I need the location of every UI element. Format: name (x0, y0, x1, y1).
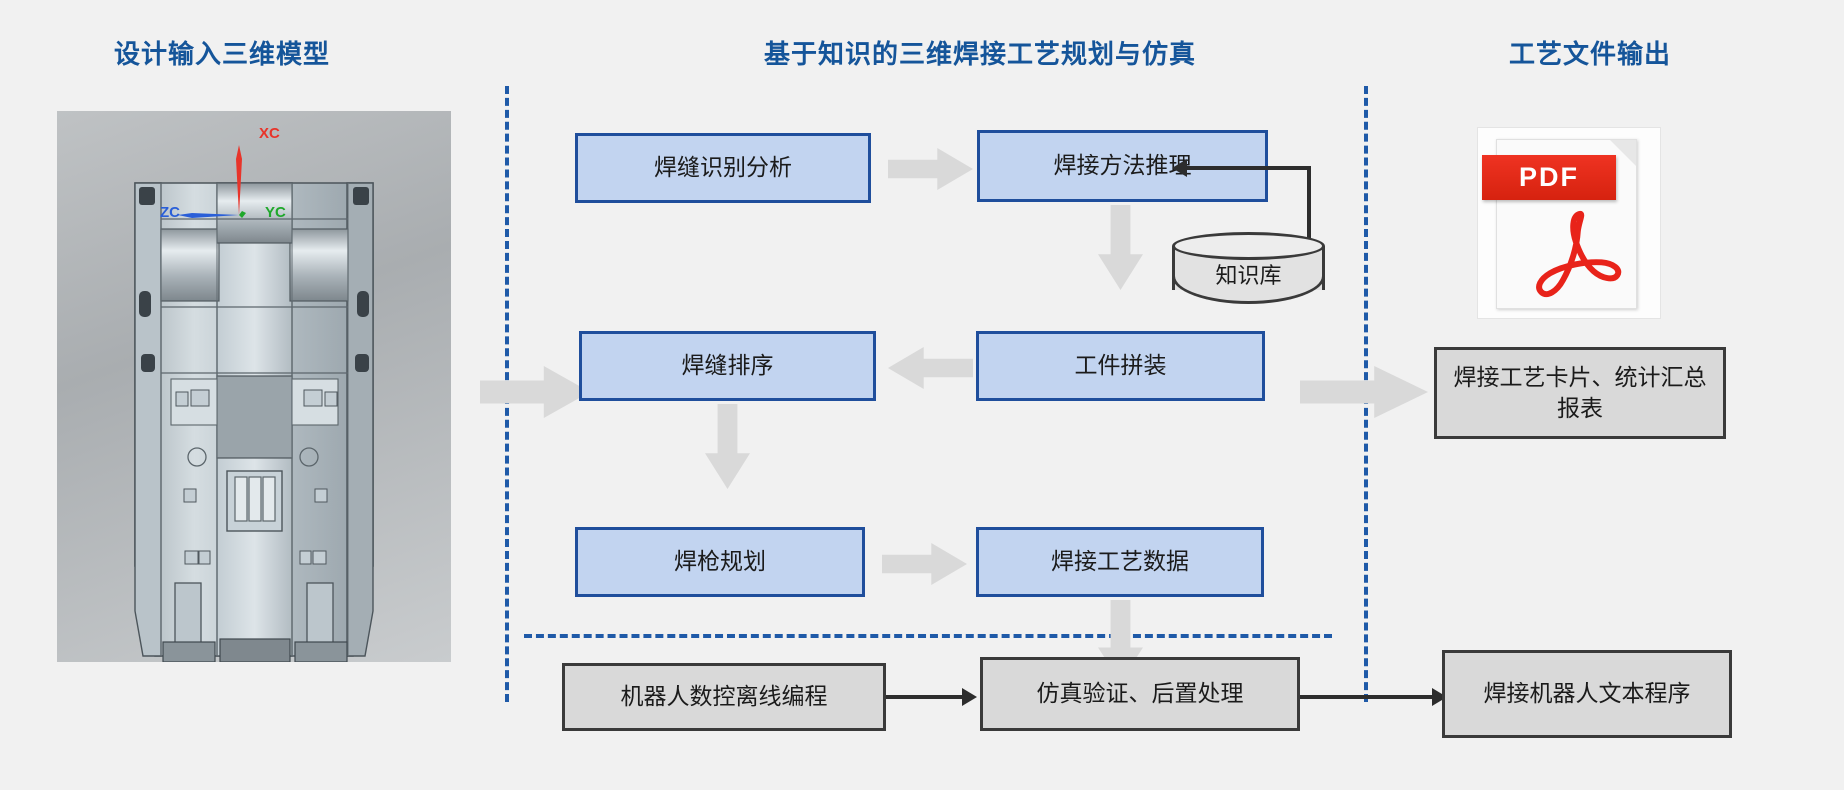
node-weld-seam-sequencing[interactable]: 焊缝排序 (579, 331, 876, 401)
axis-label-y: YC (265, 204, 286, 221)
arrow-torch-to-process-data (882, 543, 967, 585)
node-torch-planning[interactable]: 焊枪规划 (575, 527, 865, 597)
node-robot-offline-programming[interactable]: 机器人数控离线编程 (562, 663, 886, 731)
knowledge-base-label: 知识库 (1215, 263, 1282, 288)
node-workpiece-assembly[interactable]: 工件拼装 (976, 331, 1265, 401)
kb-cylinder-top (1172, 232, 1325, 260)
node-simulation-postprocess[interactable]: 仿真验证、后置处理 (980, 657, 1300, 731)
center-column-title: 基于知识的三维焊接工艺规划与仿真 (763, 39, 1196, 69)
acrobat-swirl-icon (1536, 210, 1622, 297)
axis-label-z: ZC (160, 204, 180, 221)
cad-model-viewport[interactable]: XC YC ZC (57, 111, 451, 662)
output-report-box[interactable]: 焊接工艺卡片、统计汇总报表 (1434, 347, 1726, 439)
node-welding-process-data[interactable]: 焊接工艺数据 (976, 527, 1264, 597)
arrow-method-to-assembly (1098, 205, 1143, 290)
arrow-sequencing-to-torch-planning (705, 404, 750, 489)
connector-simulation-to-robot-program (1300, 695, 1436, 699)
arrow-assembly-to-sequencing (888, 347, 973, 389)
output-robot-program-box[interactable]: 焊接机器人文本程序 (1442, 650, 1732, 738)
kb-feedback-top (1183, 166, 1311, 170)
arrow-recognition-to-method (888, 148, 973, 190)
node-weld-seam-recognition[interactable]: 焊缝识别分析 (575, 133, 871, 203)
planning-simulation-divider (524, 634, 1332, 638)
knowledge-base-store[interactable]: 知识库 (1172, 232, 1325, 304)
pdf-banner-label: PDF (1481, 154, 1617, 201)
wcs-axis-triad (178, 145, 246, 218)
kb-feedback-arrowhead (1172, 159, 1187, 177)
weldment-model-geometry (134, 182, 374, 662)
input-to-planning-arrow (480, 366, 590, 418)
axis-label-x: XC (259, 125, 280, 142)
pdf-output-icon[interactable]: PDF (1478, 128, 1660, 318)
connector-offline-to-simulation (886, 695, 966, 699)
right-column-title: 工艺文件输出 (1508, 39, 1671, 69)
left-column-title: 设计输入三维模型 (113, 39, 330, 69)
arrowhead-offline-to-simulation (962, 688, 977, 706)
kb-feedback-vertical (1307, 166, 1311, 271)
